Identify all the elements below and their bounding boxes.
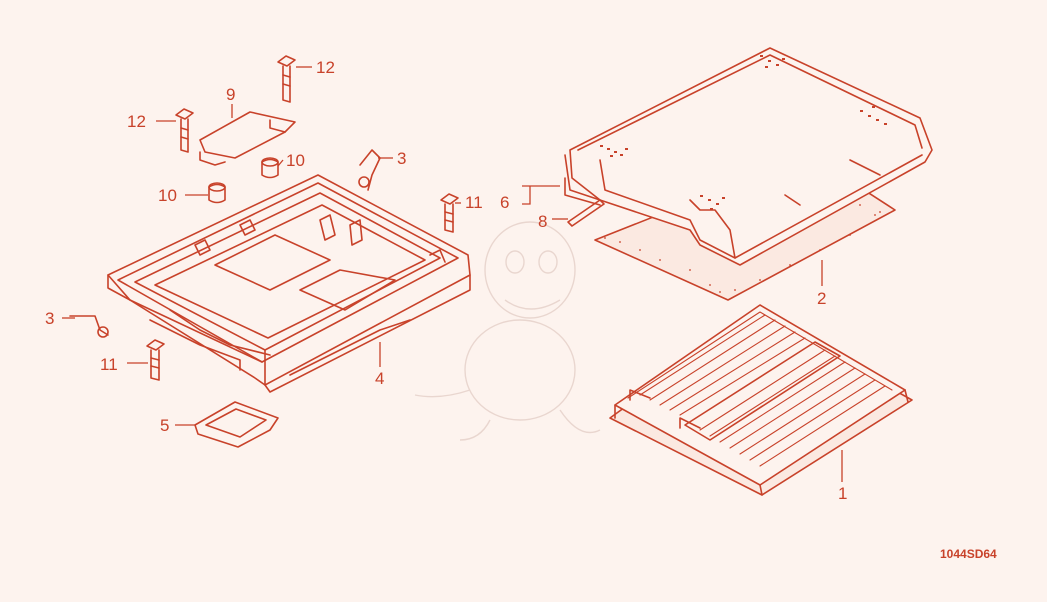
part-1-filter-element — [609, 304, 913, 496]
part-11-bolts — [146, 193, 459, 381]
callout-5: 5 — [160, 416, 169, 435]
callout-6: 6 — [500, 193, 509, 212]
callout-11-lower: 11 — [100, 355, 118, 374]
callout-12-lower: 12 — [127, 112, 146, 131]
callout-9: 9 — [226, 85, 235, 104]
leader-lines — [62, 66, 843, 482]
part-9-bracket — [199, 111, 296, 166]
watermark-mascot — [414, 221, 601, 441]
callout-1: 1 — [838, 484, 847, 503]
callout-3-lower: 3 — [45, 309, 54, 328]
part-5-gasket — [194, 401, 279, 448]
part-10-bushings — [208, 157, 279, 204]
callout-11-upper: 11 — [465, 193, 483, 212]
callout-10-lower: 10 — [158, 186, 177, 205]
callout-8: 8 — [538, 212, 547, 231]
drawing-code: 1044SD64 — [940, 547, 997, 561]
callout-12-upper: 12 — [316, 58, 335, 77]
callout-4: 4 — [375, 369, 384, 388]
part-4-lower-housing — [107, 174, 471, 393]
part-8-strip — [567, 199, 605, 227]
part-6-upper-cover — [564, 47, 933, 266]
callout-2: 2 — [817, 289, 826, 308]
callout-10-upper: 10 — [286, 151, 305, 170]
part-12-bolts — [175, 55, 296, 153]
callout-3-upper: 3 — [397, 149, 406, 168]
